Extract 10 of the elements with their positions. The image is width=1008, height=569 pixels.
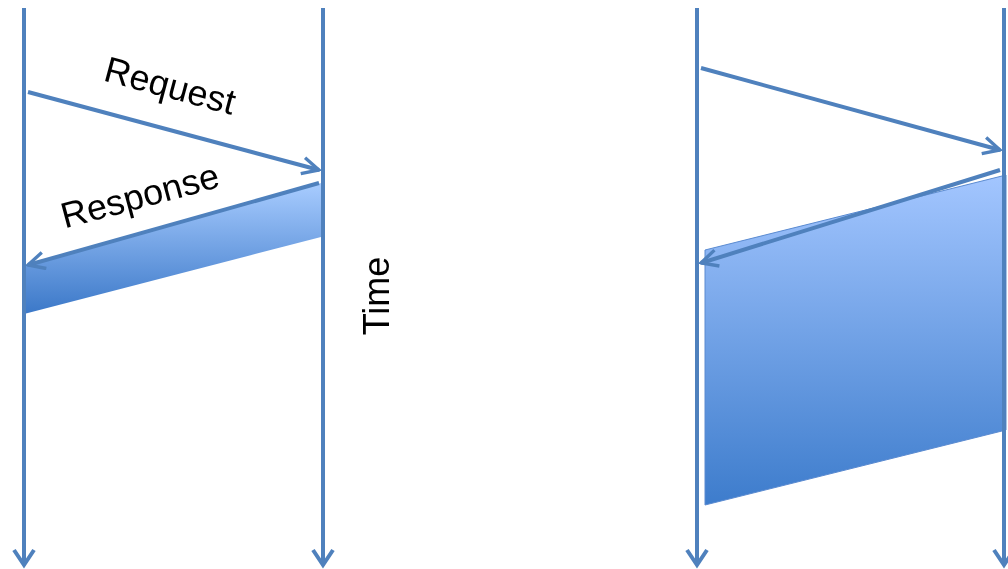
arrow [26,181,320,271]
timeline-arrow [11,8,37,569]
arrow [700,66,1002,156]
axis-label: Time [359,256,395,336]
edge-label: Request [100,51,240,121]
timeline-arrow [310,8,336,569]
timeline-arrow [684,8,710,569]
arrow [27,90,321,176]
arrow [699,168,1001,268]
edge-label: Response [57,157,223,235]
